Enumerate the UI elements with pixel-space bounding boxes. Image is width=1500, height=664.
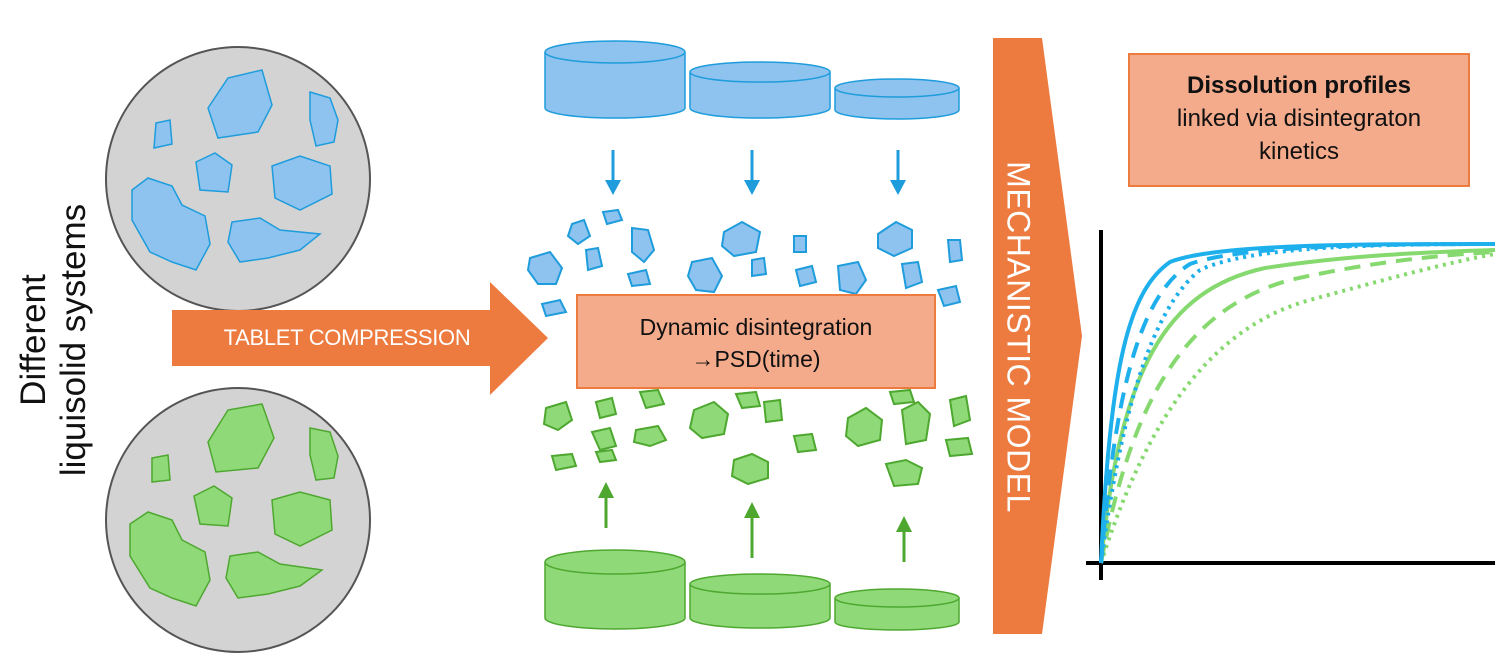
dissolution-line2: kinetics (1258, 138, 1340, 165)
green-tablet-thin (834, 588, 960, 631)
green-tablet-thick (544, 549, 686, 630)
green-tablets (544, 549, 960, 631)
mechanistic-model-arrow (993, 38, 1082, 634)
dissolution-line1: linked via disintegraton (1176, 105, 1422, 132)
blue-curve-solid (1099, 242, 1496, 564)
blue-fragments (526, 208, 964, 318)
tablet-compression-arrow (172, 282, 548, 395)
green-curve-dotted (1099, 252, 1496, 564)
blue-tablet-medium (689, 61, 831, 119)
blue-tablet-thin (834, 78, 960, 120)
blue-tablets (544, 40, 960, 120)
mechanistic-model-label: MECHANISTIC MODEL (1000, 161, 1037, 513)
side-label-line1: Different (14, 274, 53, 406)
green-tablet-medium (689, 573, 831, 629)
dissolution-plot (1086, 230, 1496, 580)
green-system-circle (105, 387, 371, 653)
green-up-arrows (598, 482, 912, 562)
disintegration-line1: Dynamic disintegration (639, 314, 873, 340)
dissolution-profiles-box: Dissolution profiles linked via disinteg… (1128, 53, 1470, 187)
green-fragments (542, 388, 974, 488)
blue-granules (131, 69, 339, 271)
side-label-line2: liquisolid systems (54, 203, 93, 477)
blue-down-arrows (605, 150, 906, 195)
green-curve-solid (1099, 248, 1496, 564)
dynamic-disintegration-box: Dynamic disintegration →PSD(time) (576, 294, 936, 389)
green-granules (129, 403, 339, 607)
green-curve-dashed (1099, 250, 1496, 564)
blue-tablet-thick (544, 40, 686, 119)
tablet-compression-label: TABLET COMPRESSION (223, 325, 471, 350)
blue-curve-dotted (1099, 242, 1496, 564)
liquisolid-systems-label: Different liquisolid systems (0, 130, 108, 550)
blue-system-circle (105, 46, 371, 312)
dissolution-title: Dissolution profiles (1186, 72, 1411, 99)
disintegration-line2: →PSD(time) (691, 346, 821, 372)
blue-curve-dashed (1099, 242, 1496, 564)
